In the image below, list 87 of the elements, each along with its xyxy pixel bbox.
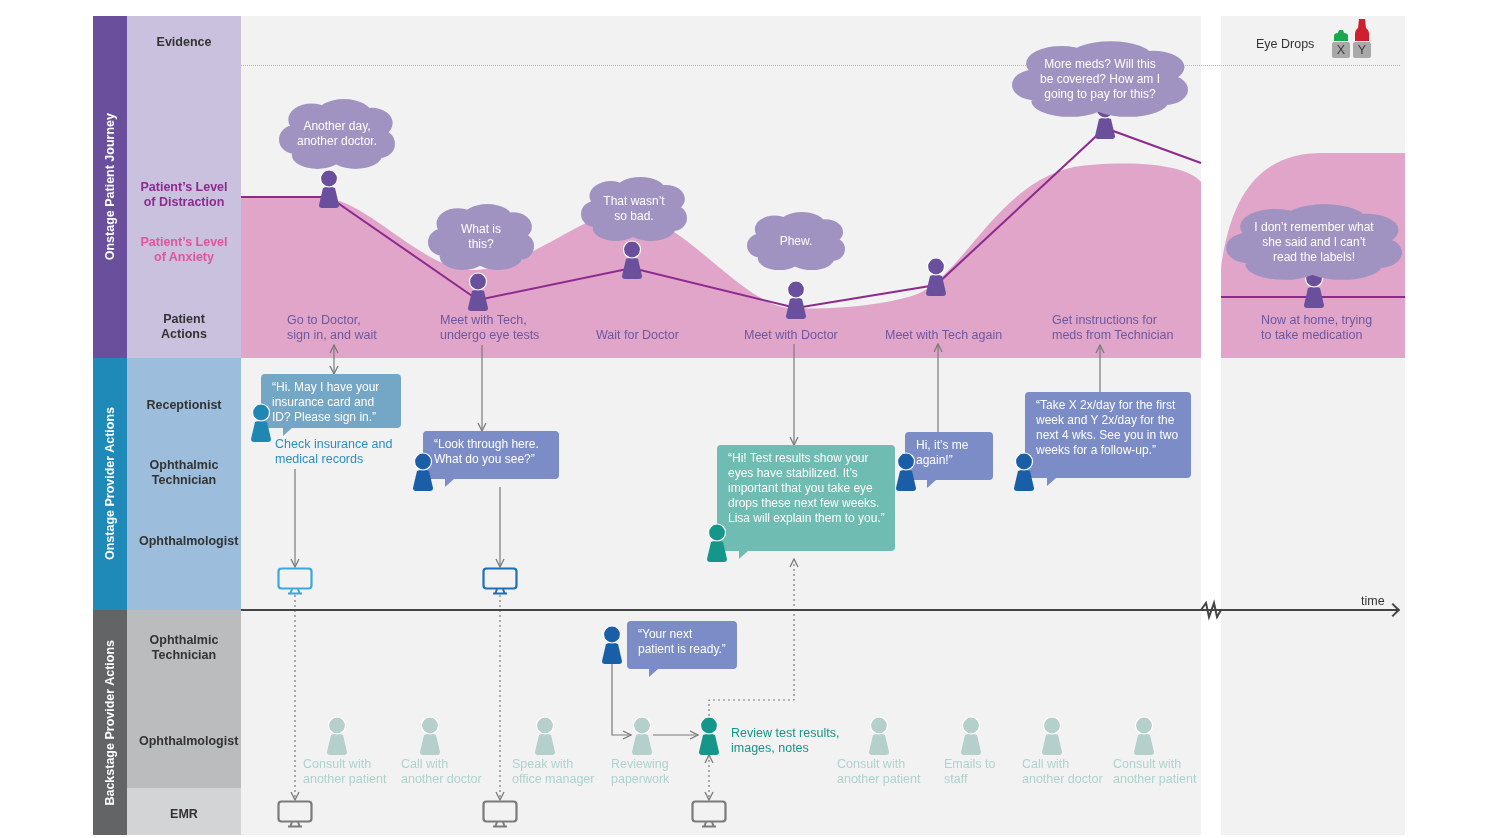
dashed-arrow	[708, 558, 799, 717]
speech-text: “Hi. May I have your insurance card and ID? Please sign in.”	[272, 380, 381, 425]
speech-text: “Take X 2x/day for the first week and Y 2x/day for the next 4 wks. See you in two weeks for a follow-up.”	[1036, 398, 1180, 458]
activity-caption: Consult with another patient	[1113, 757, 1198, 787]
speech-bubble	[627, 621, 737, 677]
person-icon	[326, 716, 348, 755]
action-text: Meet with Doctor	[744, 328, 854, 343]
row-label: EMR	[169, 806, 199, 822]
action-text: Check insurance and medical records	[275, 437, 403, 467]
bottle-label: Y	[1353, 42, 1371, 58]
arrow	[290, 468, 300, 568]
thought-text: What is this?	[460, 222, 502, 252]
lane-title: Onstage Provider Actions	[103, 407, 117, 561]
monitor-icon	[482, 567, 518, 595]
action-text: Now at home, trying to take medication	[1261, 313, 1374, 343]
person-icon	[960, 716, 982, 755]
monitor-icon	[482, 800, 518, 828]
activity-caption: Review test results, images, notes	[731, 726, 841, 756]
row-label: Ophthalmologist	[138, 533, 237, 549]
axis-label: time	[1361, 594, 1385, 609]
lane-band	[93, 358, 127, 610]
lane-title: Onstage Patient Journey	[103, 113, 117, 261]
monitor-icon	[691, 800, 727, 828]
person-icon	[631, 716, 653, 755]
arrow	[329, 344, 339, 375]
speech-text: “Your next patient is ready.”	[638, 627, 727, 657]
action-text: Get instructions for meds from Technician	[1052, 313, 1187, 343]
action-text: Meet with Tech, undergo eye tests	[440, 313, 555, 343]
thought-text: Another day, another doctor.	[295, 119, 379, 149]
row-label: Patient’s Level of Anxiety	[139, 235, 229, 265]
activity-caption: Reviewing paperwork	[611, 757, 671, 787]
arrow	[933, 343, 943, 433]
activity-caption: Emails to staff	[944, 757, 997, 787]
lane-band	[93, 16, 127, 358]
lane-band	[93, 610, 127, 835]
row-label: Ophthalmic Technician	[148, 633, 220, 663]
thought-text: I don’t remember what she said and I can’t read the labels!	[1253, 219, 1375, 265]
row-label: Patient’s Level of Distraction	[139, 180, 229, 210]
action-text: Go to Doctor, sign in, and wait	[287, 313, 387, 343]
activity-caption: Consult with another patient	[303, 757, 388, 787]
speech-text: “Hi! Test results show your eyes have stabilized. It’s important that you take eye drops these next few weeks. Lisa will explain them to you.”	[728, 451, 886, 526]
dashed-arrow	[495, 594, 505, 801]
speech-bubble	[905, 432, 993, 488]
activity-caption: Consult with another patient	[837, 757, 922, 787]
arrow	[1095, 344, 1105, 393]
monitor-icon	[277, 800, 313, 828]
arrow	[477, 344, 487, 432]
arrow	[611, 663, 632, 740]
thought-text: Phew.	[778, 233, 814, 249]
row-header-column	[127, 788, 241, 835]
speech-bubble	[1025, 392, 1191, 486]
bottle-label: X	[1332, 42, 1350, 58]
person-icon	[1041, 716, 1063, 755]
thought-text: More meds? Will this be covered? How am I going to pay for this?	[1038, 56, 1162, 102]
arrow	[495, 486, 505, 568]
row-header-column	[127, 610, 241, 788]
row-header-column	[127, 16, 241, 358]
person-icon	[534, 716, 556, 755]
person-icon	[868, 716, 890, 755]
lane-title: Backstage Provider Actions	[103, 639, 117, 806]
thought-text: That wasn’t so bad.	[602, 194, 666, 224]
dashed-arrow	[290, 594, 300, 801]
person-icon	[601, 625, 623, 664]
row-label: Evidence	[155, 34, 213, 50]
legend-text: Eye Drops	[1256, 37, 1315, 52]
row-header-column	[127, 358, 241, 610]
action-text: Wait for Doctor	[596, 328, 680, 343]
person-icon	[698, 716, 720, 755]
arrow	[789, 343, 799, 446]
monitor-icon	[277, 567, 313, 595]
speech-bubble	[423, 431, 559, 487]
row-label: Ophthalmologist	[138, 733, 237, 749]
row-label: Patient Actions	[160, 312, 208, 342]
activity-caption: Call with another doctor	[1022, 757, 1104, 787]
arrow	[652, 730, 699, 740]
activity-caption: Call with another doctor	[401, 757, 483, 787]
speech-bubble	[261, 374, 401, 436]
person-icon	[1133, 716, 1155, 755]
row-label: Ophthalmic Technician	[148, 458, 220, 488]
dashed-arrow	[704, 754, 714, 801]
action-text: Meet with Tech again	[885, 328, 1013, 343]
person-icon	[419, 716, 441, 755]
speech-text: Hi, it’s me again!”	[916, 438, 970, 468]
row-label: Receptionist	[145, 397, 223, 413]
activity-caption: Speak with office manager	[512, 757, 596, 787]
speech-bubble	[717, 445, 895, 559]
speech-text: “Look through here. What do you see?”	[434, 437, 540, 467]
